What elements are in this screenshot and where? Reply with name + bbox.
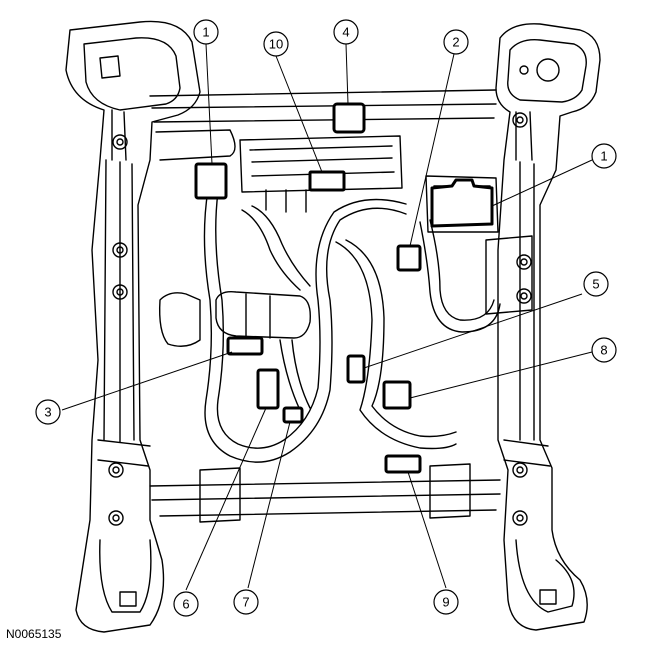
leader-5 bbox=[363, 293, 583, 369]
callout-6-label: 6 bbox=[182, 597, 189, 612]
right-frame-rail bbox=[485, 23, 601, 631]
connector-8 bbox=[382, 380, 412, 410]
callout-9-label: 9 bbox=[442, 595, 449, 610]
wiring-harness bbox=[203, 189, 501, 463]
callout-5-label: 5 bbox=[592, 277, 599, 292]
callout-1-right-label: 1 bbox=[600, 149, 607, 164]
callout-9: 9 bbox=[433, 589, 459, 615]
connector-1-left bbox=[194, 162, 228, 200]
connector-1-right bbox=[430, 178, 494, 228]
leader-4 bbox=[345, 43, 349, 105]
leader-6 bbox=[185, 407, 267, 591]
callout-1-right: 1 bbox=[591, 143, 617, 169]
center-motor bbox=[215, 290, 311, 339]
callout-1-left-label: 1 bbox=[202, 25, 209, 40]
connector-3 bbox=[226, 336, 264, 356]
leader-7 bbox=[247, 421, 291, 589]
callout-7: 7 bbox=[233, 589, 259, 615]
leader-1-left bbox=[205, 43, 213, 165]
figure-code: N0065135 bbox=[6, 627, 62, 641]
connector-6 bbox=[256, 368, 280, 410]
leader-8 bbox=[409, 351, 593, 399]
connector-4 bbox=[332, 102, 366, 134]
leader-1-right bbox=[491, 159, 593, 207]
callout-8-label: 8 bbox=[600, 343, 607, 358]
fasteners bbox=[108, 112, 532, 526]
connector-10 bbox=[308, 170, 346, 192]
connector-5 bbox=[346, 354, 366, 384]
callout-1-left: 1 bbox=[193, 19, 219, 45]
leader-10 bbox=[275, 55, 323, 173]
callout-3-label: 3 bbox=[44, 405, 51, 420]
callout-2-label: 2 bbox=[452, 35, 459, 50]
connector-9 bbox=[384, 454, 422, 474]
leader-9 bbox=[407, 471, 447, 589]
left-frame-rail bbox=[65, 20, 201, 633]
left-motor bbox=[158, 292, 201, 347]
callout-10-label: 10 bbox=[269, 37, 283, 52]
callout-10: 10 bbox=[263, 31, 289, 57]
callout-2: 2 bbox=[443, 29, 469, 55]
callout-5: 5 bbox=[583, 271, 609, 297]
callout-4: 4 bbox=[333, 19, 359, 45]
callout-8: 8 bbox=[591, 337, 617, 363]
connector-2 bbox=[396, 244, 422, 272]
callout-6: 6 bbox=[173, 591, 199, 617]
leader-3 bbox=[61, 351, 233, 411]
connector-7 bbox=[282, 406, 304, 424]
callout-4-label: 4 bbox=[342, 25, 349, 40]
leader-2 bbox=[409, 53, 455, 247]
bottom-cross-member bbox=[149, 463, 501, 523]
callout-3: 3 bbox=[35, 399, 61, 425]
callout-7-label: 7 bbox=[242, 595, 249, 610]
